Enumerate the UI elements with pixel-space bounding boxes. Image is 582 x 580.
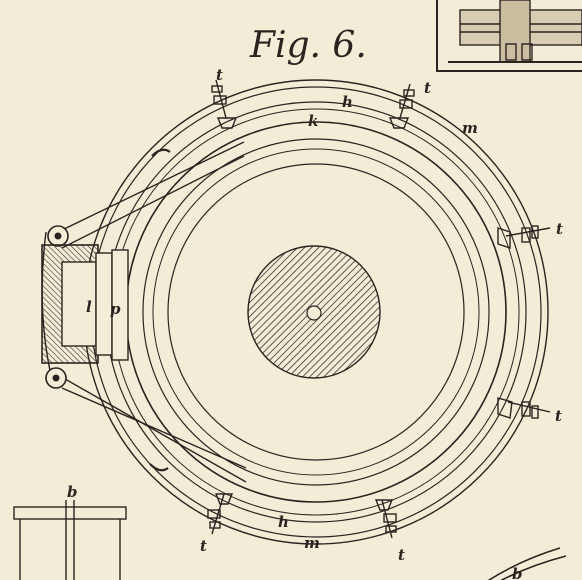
- label-h-top: h: [342, 93, 353, 111]
- label-t-right-lower: t: [555, 407, 562, 425]
- bolt-right-upper: [497, 225, 551, 249]
- bolt-top-left: [211, 79, 238, 129]
- bolt-top-right: [388, 83, 415, 129]
- label-t-right-upper: t: [556, 220, 563, 238]
- bottom-right-partial-drawing: [487, 547, 567, 580]
- label-h-bottom: h: [278, 513, 289, 531]
- figure-title: Fig. 6.: [249, 25, 367, 66]
- label-m-top: m: [462, 119, 478, 137]
- bolt-bottom-left: [207, 493, 234, 535]
- label-m-bottom: m: [304, 534, 320, 552]
- bolt-bottom-right: [374, 499, 397, 539]
- label-p: p: [110, 300, 121, 318]
- bolt-right-lower: [497, 397, 551, 419]
- label-k: k: [308, 112, 318, 130]
- label-l: l: [86, 298, 92, 316]
- label-t-top-right: t: [424, 79, 431, 97]
- axle-hole: [306, 305, 322, 321]
- bottom-left-partial-drawing: [13, 500, 127, 580]
- wheel-assembly: [41, 79, 551, 545]
- top-right-partial-drawing: [436, 0, 582, 72]
- label-t-bottom-left: t: [200, 537, 207, 555]
- label-b-bottom: b: [512, 565, 523, 580]
- label-t-top-left: t: [216, 66, 223, 84]
- label-t-bottom-right: t: [398, 546, 405, 564]
- label-b-top: b: [67, 483, 78, 501]
